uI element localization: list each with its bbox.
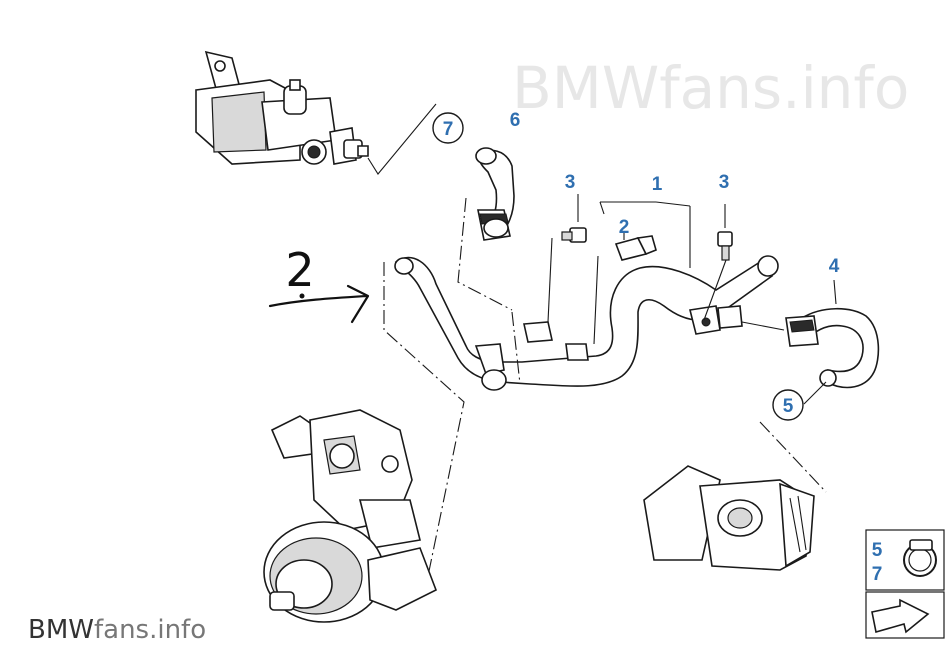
callout-7: 7 bbox=[432, 112, 464, 144]
bolt-middle-part-2 bbox=[614, 232, 657, 261]
water-pump-illustration bbox=[263, 409, 438, 623]
handwritten-number: 2 bbox=[285, 243, 314, 297]
watermark-top: BMWfans.info bbox=[512, 54, 909, 122]
handwritten-annotation: 2 bbox=[268, 243, 370, 324]
callout-3-right: 3 bbox=[719, 172, 730, 193]
callout-1: 1 bbox=[652, 174, 663, 195]
svg-text:7: 7 bbox=[443, 119, 454, 140]
upper-hose-part-6 bbox=[475, 147, 515, 241]
right-hose-part-4 bbox=[741, 279, 880, 389]
expansion-housing-illustration bbox=[643, 465, 815, 571]
hose-clamp-icon bbox=[903, 539, 937, 577]
thermostat-housing-illustration bbox=[195, 50, 369, 165]
callout-5: 5 bbox=[772, 389, 804, 421]
watermark-bottom: BMWfans.info bbox=[28, 615, 206, 645]
callout-4: 4 bbox=[829, 256, 840, 277]
legend-box: 5 7 bbox=[865, 529, 945, 639]
bolt-right-part-3 bbox=[717, 204, 733, 261]
callout-3-left: 3 bbox=[565, 172, 576, 193]
legend-item-5: 5 bbox=[872, 540, 883, 561]
callout-6: 6 bbox=[510, 110, 521, 131]
bolt-left-part-3 bbox=[561, 194, 587, 243]
handwritten-arrow bbox=[268, 294, 368, 308]
direction-arrow-icon bbox=[871, 598, 930, 634]
legend-item-7: 7 bbox=[872, 564, 883, 585]
svg-text:5: 5 bbox=[783, 396, 794, 417]
callout-2: 2 bbox=[619, 217, 630, 238]
main-hose-part-1 bbox=[394, 201, 779, 391]
